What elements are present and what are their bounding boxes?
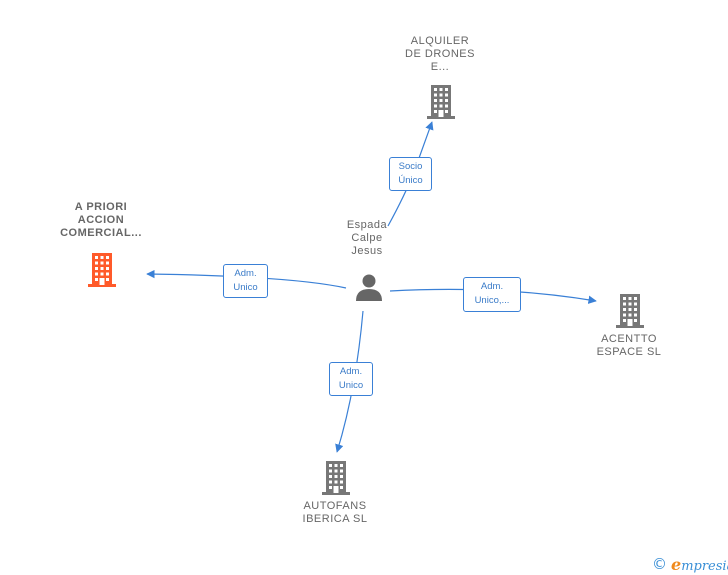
edge-label-line: Socio	[398, 161, 423, 172]
edge-label-line: Unico	[233, 282, 258, 293]
node-label-line: ACENTTO	[601, 333, 657, 345]
edge-label-line: Unico,...	[474, 295, 510, 306]
node-label-line: AUTOFANS	[303, 500, 367, 512]
node-label-line: ALQUILER	[410, 35, 470, 47]
node-label-line: DE DRONES	[405, 48, 475, 60]
center-label-line: Jesus	[351, 245, 383, 257]
node-label-line: ESPACE SL	[596, 346, 662, 358]
node-label-line: E...	[430, 61, 450, 73]
building-icon[interactable]	[425, 83, 457, 119]
edge-label-line: Adm.	[234, 268, 257, 279]
copyright-icon: ©	[652, 555, 667, 573]
node-label-line: A PRIORI	[74, 201, 128, 213]
center-person-label[interactable]: Espada Calpe Jesus	[339, 219, 395, 258]
building-icon[interactable]	[614, 292, 646, 328]
brand-initial: e	[671, 554, 682, 574]
node-label-line: COMERCIAL...	[60, 227, 142, 239]
edge-label-acentto[interactable]: Adm. Unico,...	[463, 277, 521, 312]
person-icon[interactable]	[354, 272, 384, 302]
edge-label-line: Adm.	[339, 366, 363, 377]
center-label-line: Espada	[346, 219, 388, 231]
edge-label-alquiler[interactable]: Socio Único	[389, 157, 432, 191]
node-label-apriori[interactable]: A PRIORI ACCION COMERCIAL...	[51, 201, 151, 240]
node-label-alquiler[interactable]: ALQUILER DE DRONES E...	[395, 35, 485, 74]
edge-label-apriori[interactable]: Adm. Unico	[223, 264, 268, 298]
edge-label-line: Adm.	[480, 281, 504, 292]
edge-label-line: Único	[398, 175, 423, 186]
brand-rest: mpresia	[681, 558, 728, 574]
brand-name: empresia	[671, 555, 728, 574]
node-label-acentto[interactable]: ACENTTO ESPACE SL	[584, 333, 674, 359]
building-icon[interactable]	[320, 459, 352, 495]
edge-line-apriori	[146, 269, 347, 289]
edge-label-autofans[interactable]: Adm. Unico	[329, 362, 373, 396]
node-label-line: IBERICA SL	[302, 513, 368, 525]
center-label-line: Calpe	[351, 232, 383, 244]
node-label-autofans[interactable]: AUTOFANS IBERICA SL	[290, 500, 380, 526]
edge-label-line: Unico	[338, 380, 364, 391]
building-icon[interactable]	[86, 251, 118, 287]
node-label-line: ACCION	[77, 214, 125, 226]
empresia-logo[interactable]: © empresia	[652, 554, 728, 574]
